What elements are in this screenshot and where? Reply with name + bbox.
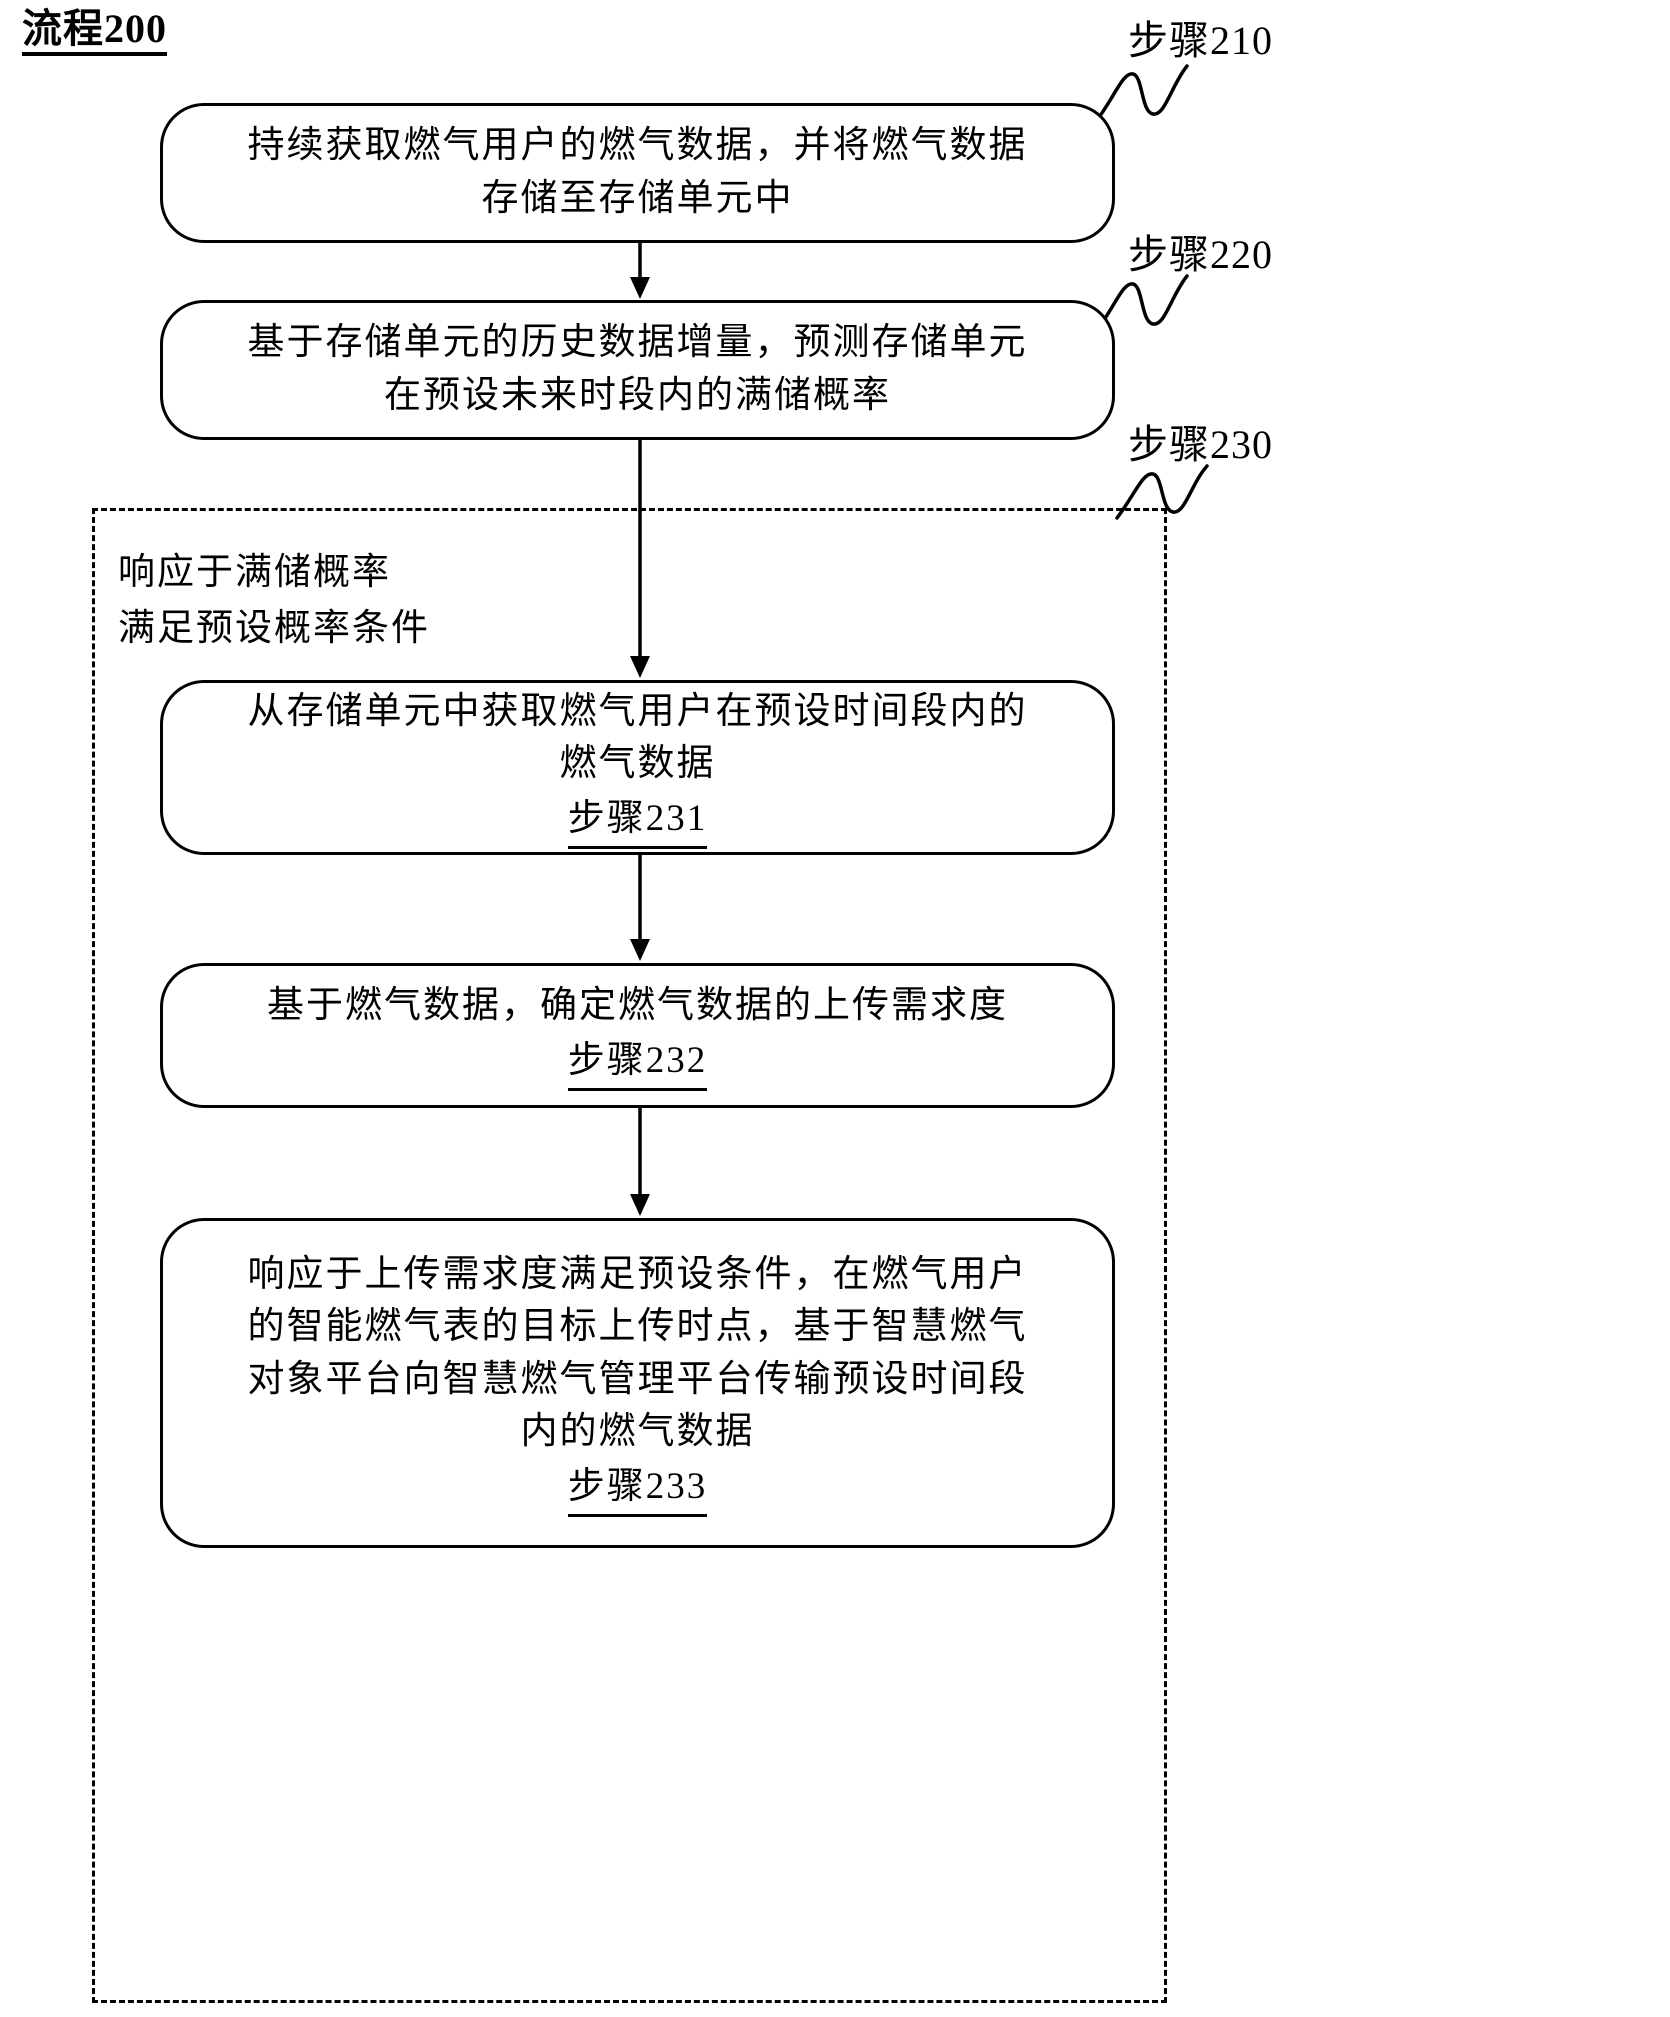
callout-leader-step-210 — [1095, 64, 1189, 122]
box-231-step-label: 步骤231 — [567, 793, 708, 850]
process-box-220: 基于存储单元的历史数据增量，预测存储单元 在预设未来时段内的满储概率 — [160, 300, 1115, 440]
box-232-step-label: 步骤232 — [567, 1035, 708, 1092]
callout-label-step-230: 步骤230 — [1128, 422, 1273, 467]
process-box-210: 持续获取燃气用户的燃气数据，并将燃气数据 存储至存储单元中 — [160, 103, 1115, 243]
box-210-line-2: 存储至存储单元中 — [481, 178, 794, 219]
callout-label-step-210: 步骤210 — [1128, 18, 1273, 63]
page-title: 流程200 — [22, 8, 167, 56]
box-220-line-1: 基于存储单元的历史数据增量，预测存储单元 — [247, 322, 1028, 364]
box-232-line-1: 基于燃气数据，确定燃气数据的上传需求度 — [267, 984, 1008, 1026]
process-box-232: 基于燃气数据，确定燃气数据的上传需求度 步骤232 — [160, 963, 1115, 1108]
process-box-233: 响应于上传需求度满足预设条件，在燃气用户 的智能燃气表的目标上传时点，基于智慧燃… — [160, 1218, 1115, 1548]
region-condition-text: 响应于满储概率 满足预设概率条件 — [118, 545, 430, 656]
box-233-line-1: 响应于上传需求度满足预设条件，在燃气用户 — [247, 1253, 1028, 1295]
callout-leader-step-220 — [1095, 274, 1189, 332]
callout-label-step-220: 步骤220 — [1128, 232, 1273, 277]
box-231-line-2: 燃气数据 — [559, 743, 716, 785]
box-233-line-4: 内的燃气数据 — [520, 1411, 755, 1453]
box-220-line-2: 在预设未来时段内的满储概率 — [384, 375, 891, 416]
box-231-line-1: 从存储单元中获取燃气用户在预设时间段内的 — [247, 690, 1028, 732]
region-condition-line-2: 满足预设概率条件 — [118, 607, 430, 649]
box-233-step-label: 步骤233 — [567, 1461, 708, 1518]
region-condition-line-1: 响应于满储概率 — [118, 552, 391, 593]
process-box-231: 从存储单元中获取燃气用户在预设时间段内的 燃气数据 步骤231 — [160, 680, 1115, 855]
box-233-line-3: 对象平台向智慧燃气管理平台传输预设时间段 — [247, 1358, 1028, 1400]
arrow-210-to-220 — [630, 243, 650, 299]
dashed-region-step-230 — [92, 508, 1167, 2003]
box-210-line-1: 持续获取燃气用户的燃气数据，并将燃气数据 — [247, 125, 1028, 167]
box-233-line-2: 的智能燃气表的目标上传时点，基于智慧燃气 — [247, 1306, 1028, 1348]
